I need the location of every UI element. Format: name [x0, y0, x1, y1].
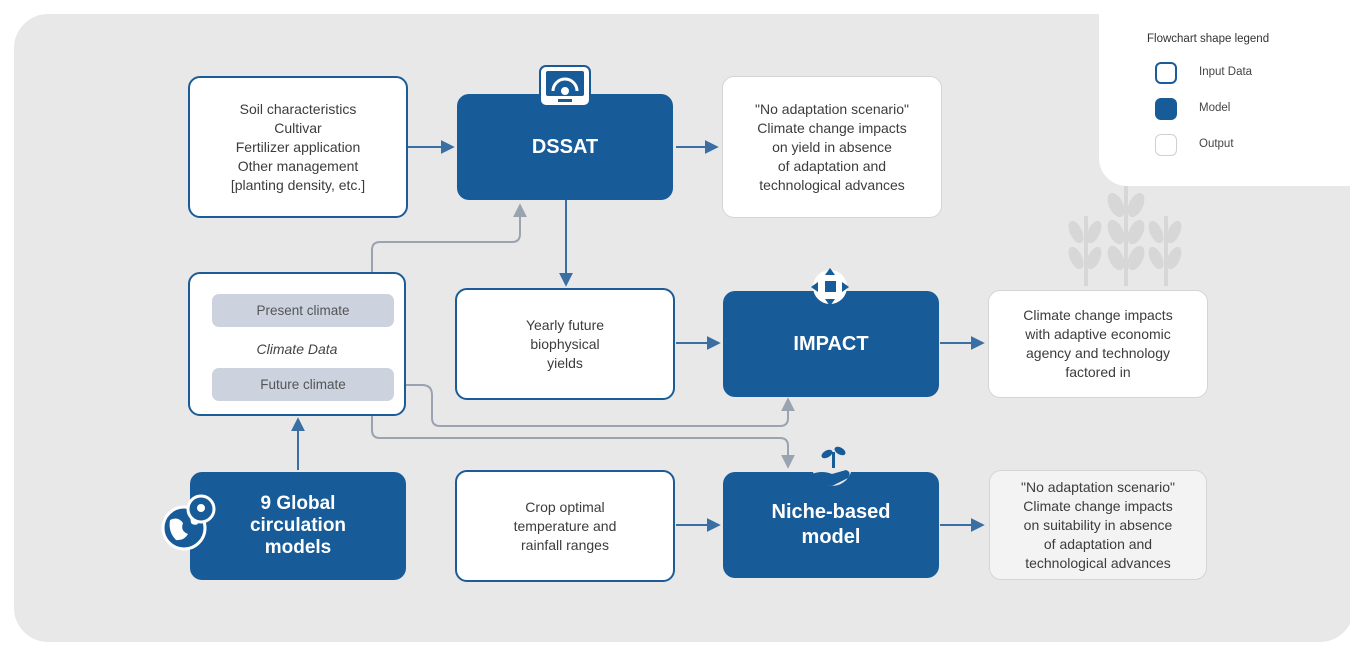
gcm-line: 9 Global: [260, 493, 336, 514]
legend-model-swatch: [1155, 98, 1177, 120]
crop-ranges-box: Crop optimal temperature and rainfall ra…: [455, 470, 675, 582]
legend-input-label: Input Data: [1199, 66, 1253, 78]
arrow-climate-to-niche: [371, 416, 795, 469]
yearly-line: yields: [547, 354, 583, 371]
dssat-model-box: DSSAT: [457, 94, 673, 200]
dssat-output-line: technological advances: [759, 176, 905, 193]
niche-output-box: "No adaptation scenario" Climate change …: [989, 470, 1207, 580]
niche-output-line: technological advances: [1025, 554, 1171, 571]
soil-input-box: Soil characteristics Cultivar Fertilizer…: [188, 76, 408, 218]
soil-line: [planting density, etc.]: [230, 176, 366, 193]
dssat-output-line: on yield in absence: [772, 138, 892, 155]
crop-line: Crop optimal: [525, 498, 605, 515]
soil-line: Fertilizer application: [235, 138, 361, 155]
impact-output-line: agency and technology: [1026, 345, 1170, 361]
gcm-line: circulation: [249, 515, 347, 536]
impact-output-box: Climate change impacts with adaptive eco…: [988, 290, 1208, 398]
impact-model-box: IMPACT: [723, 291, 939, 397]
niche-output-line: Climate change impacts: [1023, 497, 1173, 514]
impact-output-line: Climate change impacts: [1023, 307, 1173, 323]
impact-output-line: with adaptive economic: [1025, 326, 1171, 342]
legend-panel: Flowchart shape legend Input Data Model …: [1099, 0, 1350, 186]
yearly-line: biophysical: [530, 335, 600, 352]
niche-model-box: Niche-based model: [723, 472, 939, 578]
climate-data-label: Climate Data: [256, 341, 338, 357]
dssat-output-box: "No adaptation scenario" Climate change …: [722, 76, 942, 218]
arrow-climate-to-dssat: [371, 203, 527, 272]
present-climate-label: Present climate: [256, 303, 350, 318]
climate-data-box: Present climate Climate Data Future clim…: [188, 272, 406, 416]
niche-output-line: of adaptation and: [1043, 535, 1153, 552]
legend-title: Flowchart shape legend: [1147, 33, 1270, 45]
future-climate-label: Future climate: [260, 377, 346, 392]
future-climate-pill: Future climate: [212, 368, 394, 401]
soil-line: Cultivar: [274, 119, 322, 136]
legend-input-swatch: [1155, 62, 1177, 84]
niche-output-line: "No adaptation scenario": [1021, 478, 1175, 495]
yearly-line: Yearly future: [525, 316, 605, 333]
crop-line: rainfall ranges: [521, 536, 609, 553]
legend-output-label: Output: [1199, 138, 1234, 150]
gcm-model-box: 9 Global circulation models: [190, 472, 406, 580]
yearly-yields-box: Yearly future biophysical yields: [455, 288, 675, 400]
arrow-climate-to-impact: [406, 384, 795, 427]
crop-line: temperature and: [513, 517, 617, 534]
dssat-output-line: Climate change impacts: [757, 119, 907, 136]
dssat-output-line: "No adaptation scenario": [755, 100, 909, 117]
gcm-line: models: [264, 537, 332, 558]
impact-output-line: factored in: [1065, 364, 1131, 380]
niche-output-line: on suitability in absence: [1023, 516, 1173, 533]
impact-label: IMPACT: [793, 332, 869, 355]
niche-line: model: [801, 526, 861, 548]
soil-line: Other management: [237, 157, 359, 174]
soil-line: Soil characteristics: [239, 100, 357, 117]
legend-output-swatch: [1155, 134, 1177, 156]
legend-model-label: Model: [1199, 102, 1231, 114]
dssat-output-line: of adaptation and: [777, 157, 887, 174]
niche-line: Niche-based: [771, 501, 891, 523]
present-climate-pill: Present climate: [212, 294, 394, 327]
dssat-label: DSSAT: [531, 135, 599, 158]
